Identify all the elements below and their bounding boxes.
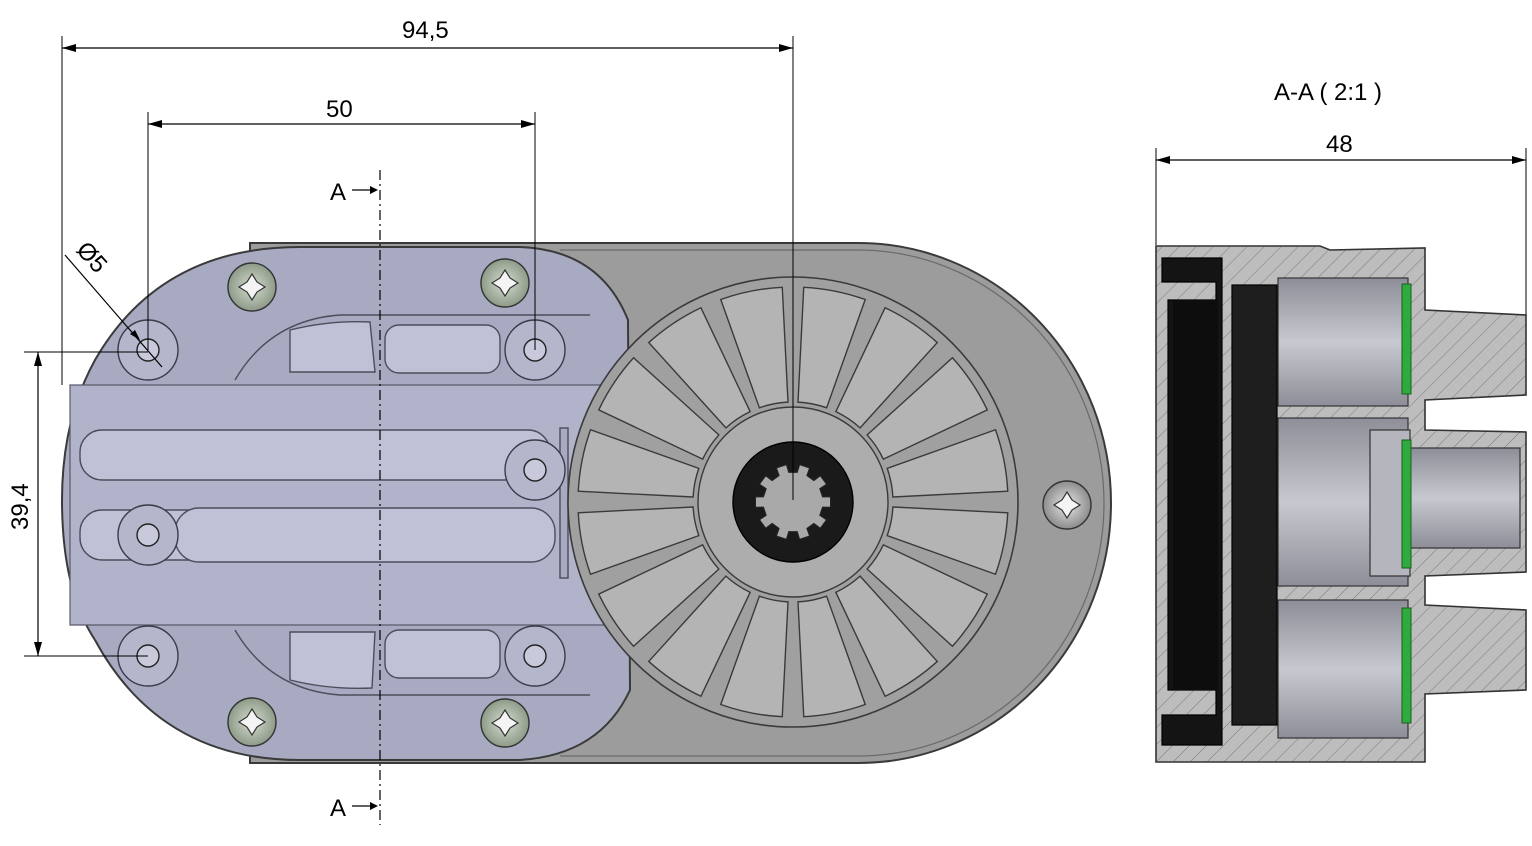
dimension-section-width: 48 bbox=[1155, 131, 1527, 315]
dim-label-50: 50 bbox=[326, 96, 353, 123]
wheel-rib-segment bbox=[577, 506, 700, 576]
section-label-bottom: A bbox=[330, 795, 346, 822]
section-marker-bottom: A bbox=[330, 795, 378, 822]
dim-label-48: 48 bbox=[1326, 131, 1353, 158]
dimension-overall-width: 94,5 bbox=[61, 17, 794, 500]
section-view: A-A ( 2:1 ) 48 bbox=[1155, 79, 1527, 763]
spline-bore bbox=[754, 463, 832, 541]
wheel-rib-segment bbox=[886, 506, 1009, 576]
screw-icon bbox=[480, 258, 530, 308]
wheel-rib-segment bbox=[834, 306, 939, 429]
section-dark-plate bbox=[1231, 284, 1278, 726]
dim-label-diameter: Ø5 bbox=[71, 237, 112, 279]
screw-icon bbox=[480, 698, 530, 748]
section-seals bbox=[1401, 283, 1412, 724]
torx-screws bbox=[227, 258, 1092, 748]
section-marker-top: A bbox=[330, 179, 378, 206]
dim-label-39-4: 39,4 bbox=[7, 483, 34, 530]
dim-label-94-5: 94,5 bbox=[402, 17, 449, 44]
wheel-rib-segment bbox=[719, 286, 789, 409]
screw-icon bbox=[227, 262, 277, 312]
section-view-title: A-A ( 2:1 ) bbox=[1274, 79, 1382, 106]
wheel-rib-segment bbox=[719, 595, 789, 718]
screw-icon bbox=[1042, 480, 1092, 530]
section-dark-core bbox=[1173, 300, 1218, 690]
wheel-rib-segment bbox=[577, 428, 700, 498]
cover-ribs bbox=[79, 321, 569, 690]
mounting-hole bbox=[504, 625, 566, 687]
wheel-rib-segment bbox=[597, 543, 720, 648]
wheel-rib-segment bbox=[597, 356, 720, 461]
screw-icon bbox=[227, 697, 277, 747]
gear-wheel bbox=[567, 276, 1019, 728]
cover-curve-top bbox=[234, 314, 590, 381]
wheel-rib-segment bbox=[886, 428, 1009, 498]
mounting-hole bbox=[117, 504, 179, 566]
wheel-rib-segment bbox=[797, 595, 867, 718]
dimension-hole-spacing: 50 bbox=[147, 96, 536, 350]
wheel-rib-segment bbox=[834, 575, 939, 698]
section-bore-top bbox=[1277, 277, 1409, 407]
section-shaft bbox=[1409, 447, 1521, 549]
wheel-rib-segment bbox=[647, 575, 752, 698]
front-view: A A 94,5 50 bbox=[7, 17, 1112, 825]
wheel-rib-segment bbox=[866, 543, 989, 648]
section-label-top: A bbox=[330, 179, 346, 206]
cover-curve-bottom bbox=[234, 629, 590, 696]
section-bore-bottom bbox=[1277, 599, 1409, 739]
wheel-rib-segment bbox=[797, 286, 867, 409]
mounting-hole bbox=[504, 439, 566, 501]
dimension-vertical-spacing: 39,4 bbox=[7, 351, 148, 657]
wheel-rib-segment bbox=[866, 356, 989, 461]
wheel-rib-segment bbox=[647, 306, 752, 429]
housing-inner-edge bbox=[560, 249, 1105, 757]
